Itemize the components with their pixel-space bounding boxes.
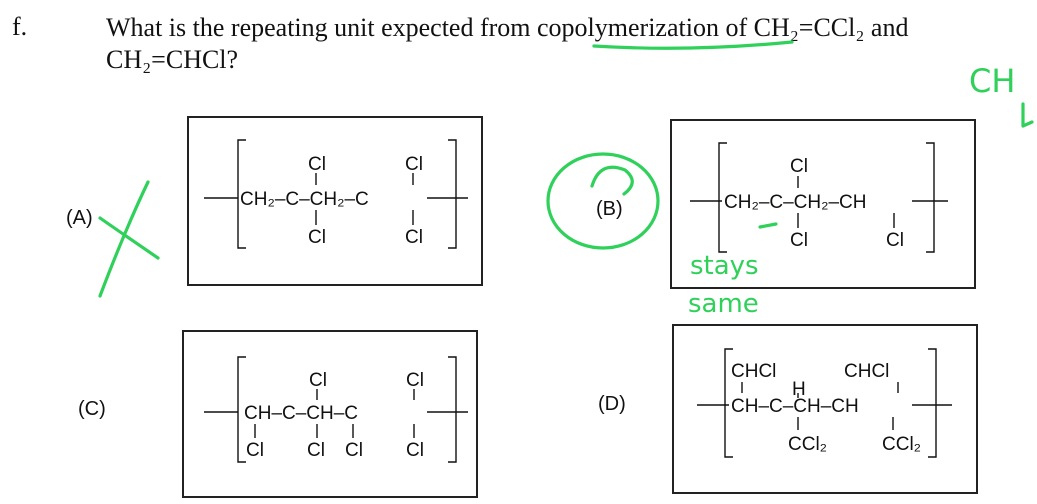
top-atom-d1: CHCl [731,361,776,382]
question-number: f. [12,12,28,41]
question-suffix: of CH₂=CCl₂ and CH₂=CHCl? [106,13,909,74]
underline-ink [592,40,794,50]
corner-mark [1021,102,1034,128]
bottom-atom-b1: Cl [790,230,808,251]
top-atom-d2: CHCl [844,361,889,382]
top-atom-c1: Cl [309,370,327,391]
bottom-atom-c1: Cl [246,440,264,461]
corner-note: CH [969,62,1015,100]
circle-loop-ink [590,165,634,196]
bottom-atom-c3: Cl [345,440,363,461]
top-atom-c2: Cl [406,370,424,391]
question-text: What is the repeating unit expected from… [106,12,1036,76]
structure-b: CH₂–C–CH₂–CH Cl Cl Cl [690,142,948,253]
top-atom-d3: H [792,379,806,400]
bottom-atom-c2: Cl [307,440,325,461]
option-b-box [670,119,976,289]
structure-c: CH–C–CH–C Cl Cl Cl Cl Cl Cl [204,356,468,463]
top-atom-a2: Cl [405,154,423,175]
option-a-box [187,116,483,286]
option-a-label: (A) [66,207,93,229]
note-stays: stays [690,251,759,281]
option-c-box [182,330,478,498]
bottom-atom-a1: Cl [308,227,326,248]
option-c-label: (C) [78,398,106,420]
chain-a: CH₂–C–CH₂–C [240,189,369,210]
chain-d: CH–C–CH–CH [731,396,859,417]
top-atom-a1: Cl [308,154,326,175]
bottom-atom-d1: CCl₂ [788,434,827,455]
chain-c: CH–C–CH–C [244,403,358,424]
bottom-atom-c4: Cl [406,440,424,461]
chain-b: CH₂–C–CH₂–CH [724,192,867,213]
x-mark-stroke-2 [98,180,150,298]
dash-mark [758,222,778,229]
question-prefix: What is the repeating unit expected from [106,13,538,42]
top-atom-b1: Cl [790,156,808,177]
bottom-atom-d2: CCl₂ [882,434,921,455]
note-same: same [688,289,759,319]
bottom-atom-b2: Cl [886,230,904,251]
option-b-label: (B) [596,198,623,220]
bottom-atom-a2: Cl [405,227,423,248]
option-d-box [672,324,978,494]
structure-d: CH–C–CH–CH CHCl CHCl H CCl₂ CCl₂ [697,348,952,458]
underlined-word: copolymerization [537,13,719,42]
option-d-label: (D) [598,393,626,415]
structure-a: CH₂–C–CH₂–C Cl Cl Cl Cl [204,139,468,249]
circle-ink [546,152,660,250]
